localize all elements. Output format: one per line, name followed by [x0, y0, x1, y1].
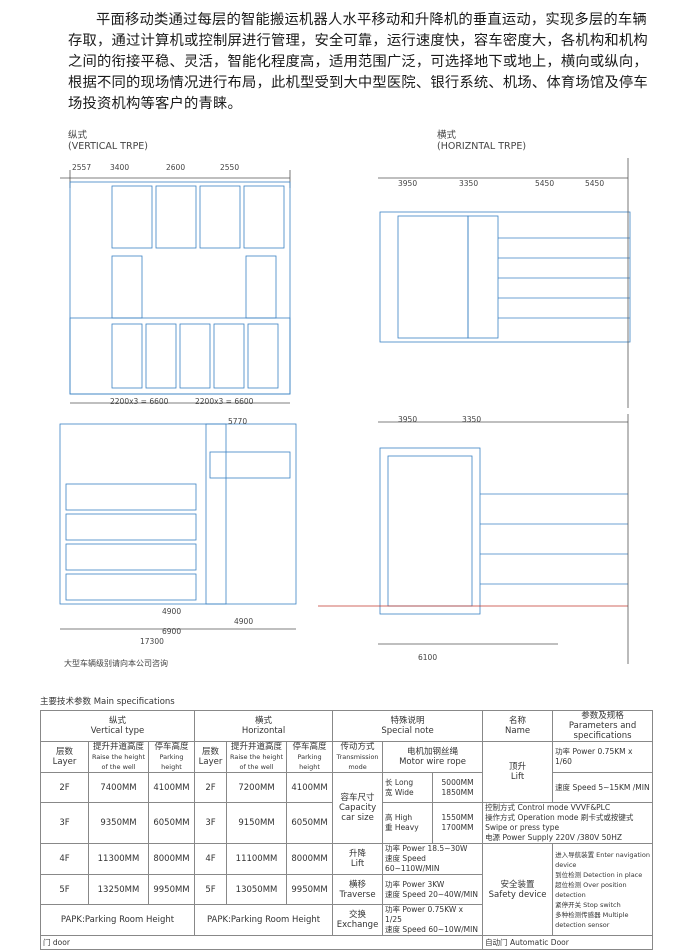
v-elev-dim-1: 5770	[228, 417, 248, 426]
row-3f-h-layer: 3F	[194, 802, 228, 844]
row-3f-well: 9350MM	[88, 802, 149, 844]
v-dim-4: 2550	[220, 163, 240, 172]
door-cell: 门 door	[39, 935, 484, 950]
row-4f-h-park: 8000MM	[286, 843, 334, 875]
vertical-elevation-drawing	[59, 423, 297, 630]
row-2f-h-well: 7200MM	[226, 772, 288, 803]
h-dim-3: 5450	[535, 179, 555, 188]
row-5f-well: 13250MM	[88, 874, 149, 905]
drawing-caption: 大型车辆级别请向本公司咨询	[64, 659, 168, 668]
auto-door: 自动门 Automatic Door	[482, 935, 654, 950]
row-5f-h-layer: 5F	[194, 874, 228, 905]
row-5f-park: 9950MM	[147, 874, 196, 905]
v-elev-dim-2: 4900	[162, 607, 182, 616]
spec-title: 主要技术参数 Main specifications	[40, 697, 175, 707]
row-4f-well: 11300MM	[88, 843, 149, 875]
row-2f-well: 7400MM	[88, 772, 149, 803]
row-5f-h-park: 9950MM	[286, 874, 334, 905]
row-4f-h-well: 11100MM	[226, 843, 288, 875]
row-2f-h-layer: 2F	[194, 772, 228, 803]
row-2f-layer: 2F	[40, 772, 89, 803]
row-5f-h-well: 13050MM	[226, 874, 288, 905]
row-4f-park: 8000MM	[147, 843, 196, 875]
v-elev-dim-4: 6900	[162, 627, 182, 636]
v-dim-bottom-1: 2200x3 = 6600	[110, 397, 169, 406]
row-3f-park: 6050MM	[147, 802, 196, 844]
right-lift-speed: 速度 Speed 5~15KM /MIN	[552, 772, 654, 803]
v-elev-dim-5: 17300	[140, 637, 164, 646]
papk-horizontal: PAPK:Parking Room Height	[194, 904, 334, 936]
h-dim-1: 3950	[398, 179, 418, 188]
row-3f-h-park: 6050MM	[286, 802, 334, 844]
right-lift-power: 功率 Power 0.75KM x 1/60	[552, 741, 654, 773]
vertical-title: 纵式(VERTICAL TRPE)	[68, 130, 149, 152]
horizontal-plan-drawing	[378, 158, 631, 408]
horizontal-elevation-drawing	[318, 414, 629, 664]
h-elev-dim-1: 3950	[398, 415, 418, 424]
h-dim-4: 5450	[585, 179, 605, 188]
v-dim-bottom-2: 2200x3 = 6600	[195, 397, 254, 406]
v-dim-1: 2557	[72, 163, 92, 172]
row-3f-layer: 3F	[40, 802, 89, 844]
horizontal-title: 横式(HORIZNTAL TRPE)	[437, 130, 527, 152]
v-dim-2: 3400	[110, 163, 130, 172]
h-elev-dim-2: 3350	[462, 415, 482, 424]
vertical-plan-drawing	[60, 170, 291, 404]
row-4f-layer: 4F	[40, 843, 89, 875]
row-2f-park: 4100MM	[147, 772, 196, 803]
row-5f-layer: 5F	[40, 874, 89, 905]
row-2f-h-park: 4100MM	[286, 772, 334, 803]
intro-paragraph: 平面移动类通过每层的智能搬运机器人水平移动和升降机的垂直运动，实现多层的车辆存取…	[68, 12, 648, 112]
papk-vertical: PAPK:Parking Room Height	[39, 904, 196, 936]
h-elev-dim-3: 6100	[418, 653, 438, 662]
v-dim-3: 2600	[166, 163, 186, 172]
h-dim-2: 3350	[459, 179, 479, 188]
row-3f-h-well: 9150MM	[226, 802, 288, 844]
row-4f-h-layer: 4F	[194, 843, 228, 875]
v-elev-dim-3: 4900	[234, 617, 254, 626]
